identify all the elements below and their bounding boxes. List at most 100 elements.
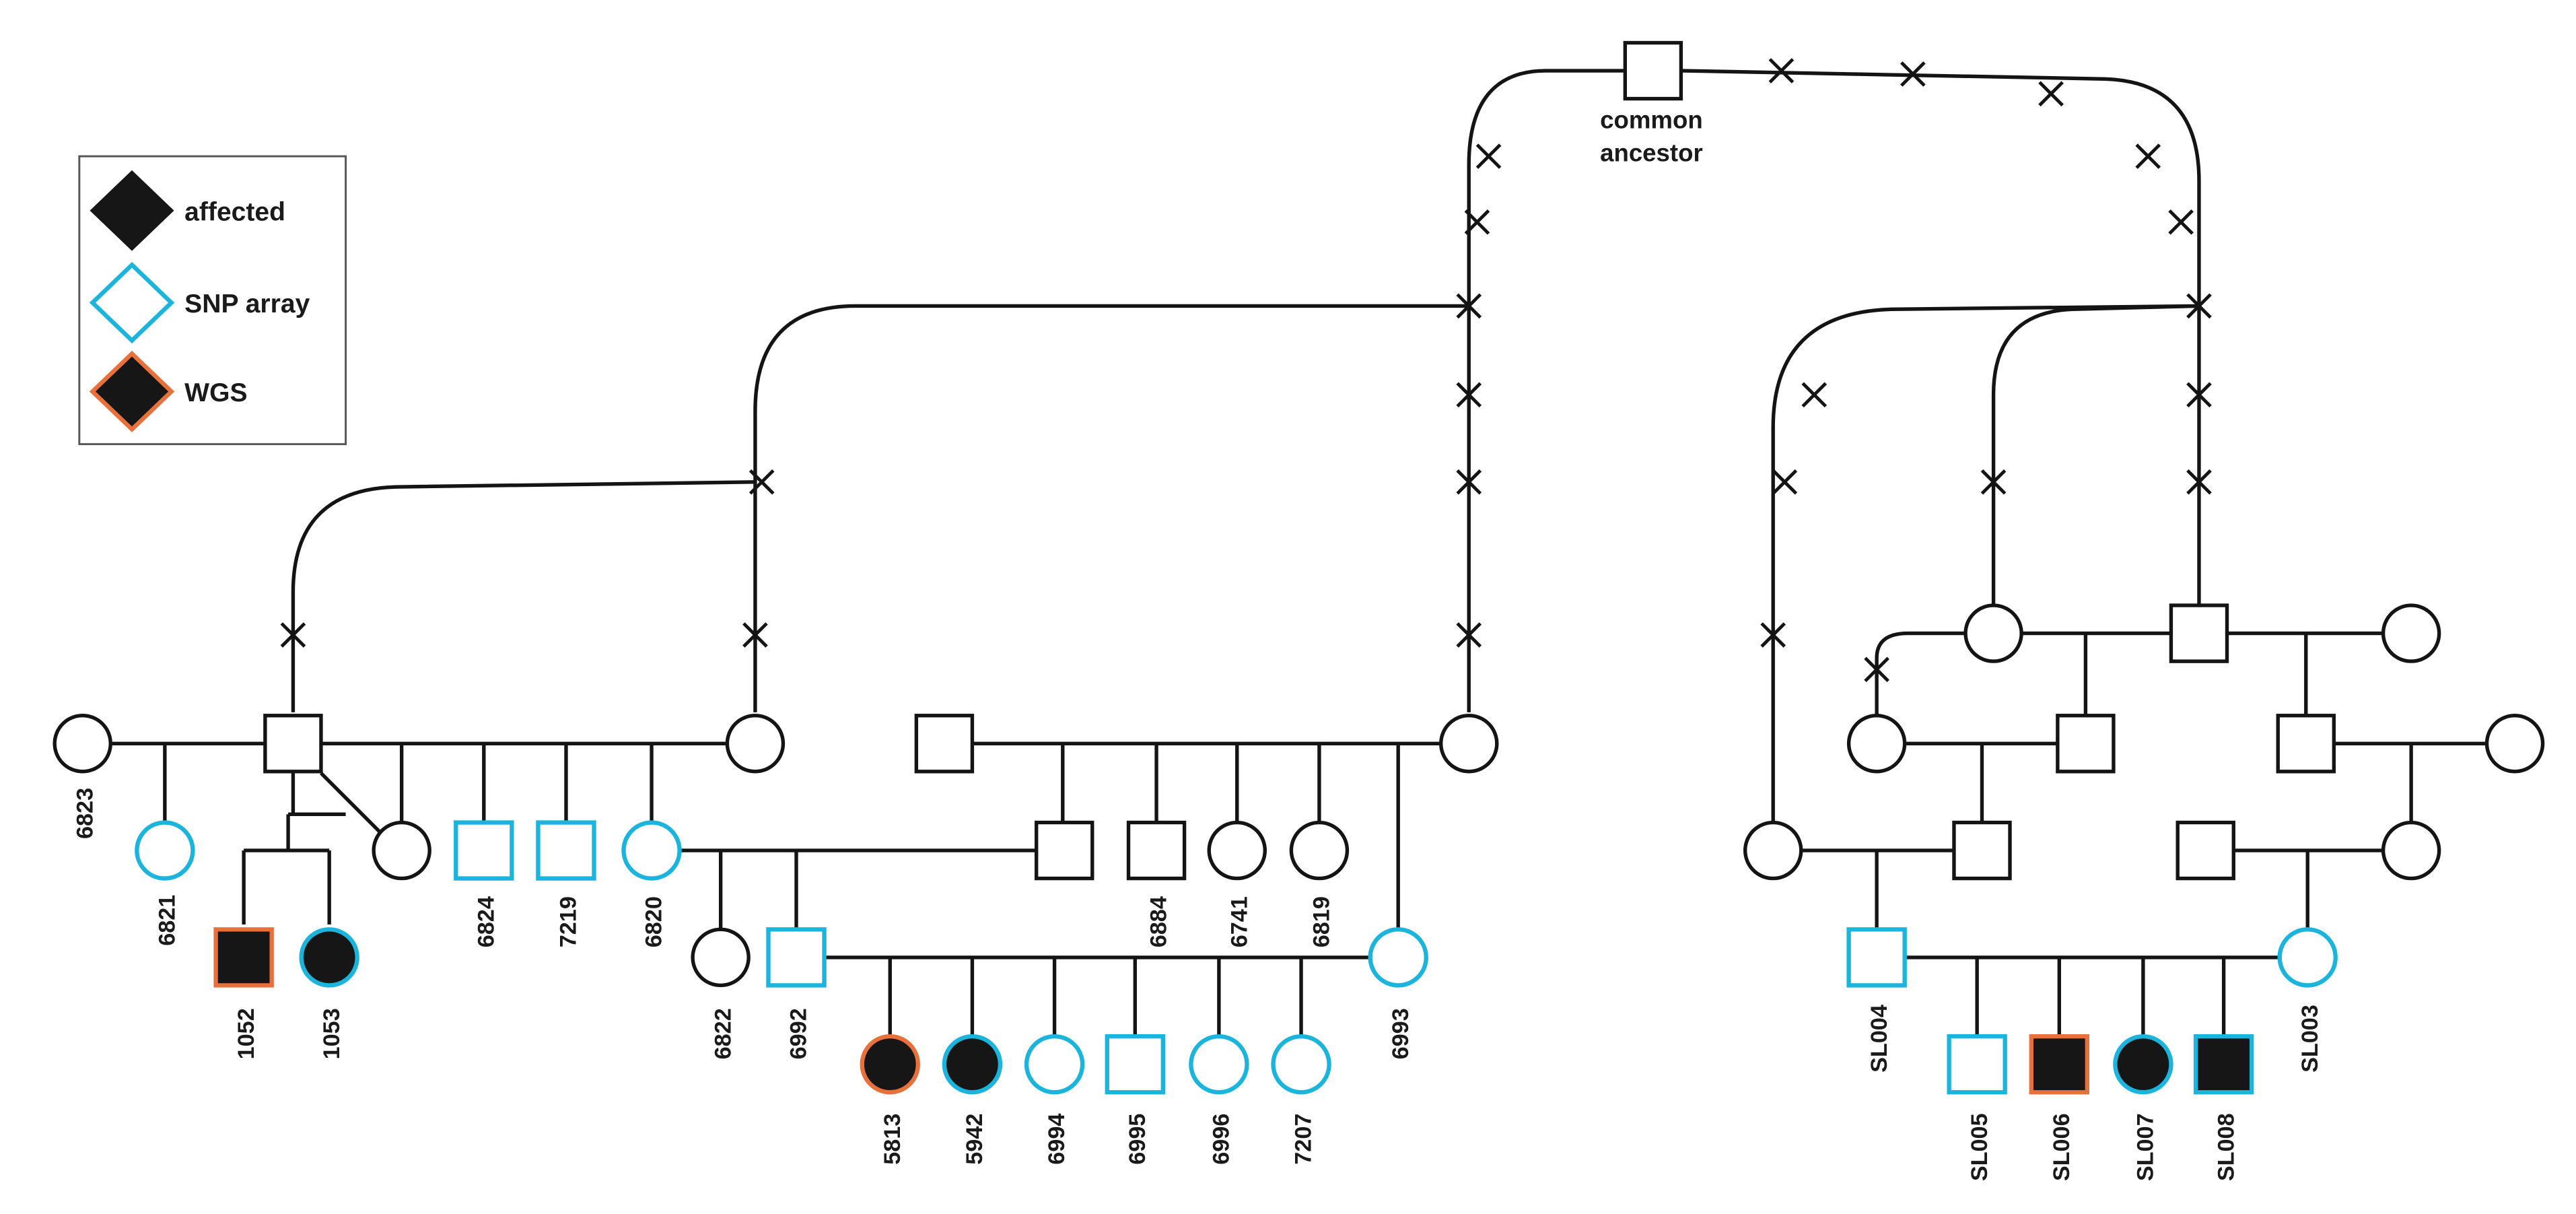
individual-right-gen3-male-a [1952, 820, 2012, 881]
individual-6741 [1207, 820, 1267, 881]
individual-right-gen3-male-b [2175, 820, 2235, 881]
generation-marker [1456, 293, 1482, 319]
common-ancestor-label-line1: common [1600, 106, 1703, 134]
individual-SL005 [1947, 1034, 2007, 1095]
descent-line-right-sub-1 [1771, 304, 2200, 823]
individual-6820 [621, 820, 682, 881]
individual-right-gen2-female-b [2484, 714, 2545, 774]
individual-right-gen1-female-a [1963, 603, 2023, 663]
individual-SL003 [2277, 927, 2338, 988]
generation-marker [2038, 81, 2064, 107]
generation-marker [749, 469, 775, 495]
individual-6820-partner [1035, 820, 1094, 881]
generation-marker [1456, 382, 1482, 408]
generation-marker [1772, 469, 1798, 495]
descent-line-right-sub-3 [1875, 631, 1966, 716]
individual-6823 [53, 714, 112, 774]
legend-snp-array-symbol [89, 261, 175, 344]
legend-item-affected: affected [90, 170, 285, 251]
generation-marker [1456, 622, 1482, 648]
individual-left-father [263, 714, 323, 774]
individual-7207 [1271, 1034, 1331, 1095]
id-label-7207: 7207 [1291, 1114, 1317, 1165]
common-ancestor-label: common ancestor [1600, 106, 1703, 167]
generation-marker [1900, 61, 1926, 87]
individual-right-gen3-female-b [2381, 820, 2441, 881]
id-label-5942: 5942 [962, 1114, 987, 1165]
individual-6822 [691, 927, 751, 988]
individual-middle-mother [1439, 714, 1499, 774]
individual-7219 [536, 820, 596, 881]
legend-item-snp-array: SNP array [89, 261, 310, 344]
individual-id-labels: 6823 6821 1052 1053 6824 7219 6820 6822 … [72, 788, 2323, 1181]
legend: affected SNP array WGS [78, 155, 347, 446]
generation-marker [2186, 293, 2212, 319]
descent-line-far-left-branch [291, 480, 755, 712]
generation-markers [280, 58, 2212, 683]
twin-diagonal [320, 772, 384, 836]
legend-wgs-label: WGS [184, 378, 247, 407]
generation-marker [2168, 209, 2194, 235]
id-label-5813: 5813 [880, 1114, 905, 1165]
id-label-SL005: SL005 [1967, 1113, 1992, 1181]
pedigree-symbols [53, 40, 2545, 1095]
id-label-6824: 6824 [473, 896, 499, 947]
individual-6824 [454, 820, 514, 881]
individual-6993 [1368, 927, 1428, 988]
generation-marker [1464, 209, 1490, 235]
generation-marker [1768, 58, 1795, 83]
id-label-6819: 6819 [1309, 896, 1335, 947]
common-ancestor-symbol [1623, 40, 1683, 101]
individual-right-gen3-female-a [1743, 820, 1803, 881]
generation-marker [1980, 469, 2007, 495]
individual-SL004 [1846, 927, 1907, 988]
legend-affected-symbol [90, 170, 174, 251]
legend-snp-array-label: SNP array [184, 290, 310, 318]
individual-twin-female [372, 820, 431, 881]
id-label-6994: 6994 [1044, 1114, 1070, 1165]
id-label-6820: 6820 [641, 896, 667, 947]
individual-SL006 [2029, 1034, 2090, 1095]
individual-SL008 [2193, 1034, 2254, 1095]
generation-marker [1760, 622, 1786, 648]
id-label-6822: 6822 [710, 1008, 736, 1059]
individual-right-gen2-male-a [2056, 714, 2116, 774]
id-label-SL004: SL004 [1867, 1005, 1892, 1073]
descent-line-middle-branch [753, 304, 1469, 712]
generation-marker [1801, 382, 1827, 408]
generation-marker [2135, 143, 2161, 169]
individual-6995 [1105, 1034, 1166, 1095]
id-label-6995: 6995 [1125, 1114, 1150, 1165]
individual-1052 [213, 927, 274, 988]
id-label-6993: 6993 [1388, 1008, 1414, 1059]
id-label-SL006: SL006 [2049, 1113, 2075, 1181]
legend-item-wgs: WGS [89, 350, 248, 433]
generation-marker [1864, 656, 1889, 683]
id-label-6741: 6741 [1226, 896, 1252, 947]
id-label-6992: 6992 [786, 1008, 812, 1059]
individual-middle-father [914, 714, 975, 774]
generation-marker [742, 622, 768, 648]
descent-line-right-sub-2 [1991, 304, 2200, 606]
descent-line-left-branch [1467, 69, 1624, 712]
generation-marker [2186, 469, 2212, 495]
descent-line-right-branch [1682, 69, 2201, 604]
individual-right-gen1-male [2169, 603, 2229, 663]
id-label-SL003: SL003 [2297, 1005, 2323, 1073]
generation-marker [2186, 382, 2212, 408]
individual-6819 [1289, 820, 1350, 881]
generation-marker [1456, 469, 1482, 495]
individual-6994 [1024, 1034, 1085, 1095]
generation-marker [1475, 143, 1502, 169]
id-label-1052: 1052 [234, 1008, 259, 1059]
individual-6821 [135, 820, 195, 881]
common-ancestor-label-line2: ancestor [1600, 139, 1703, 166]
individual-right-gen2-male-b [2276, 714, 2336, 774]
id-label-SL007: SL007 [2133, 1113, 2159, 1181]
legend-affected-label: affected [184, 197, 285, 226]
id-label-6821: 6821 [155, 895, 180, 946]
legend-wgs-symbol [89, 350, 175, 433]
id-label-6823: 6823 [72, 788, 98, 839]
